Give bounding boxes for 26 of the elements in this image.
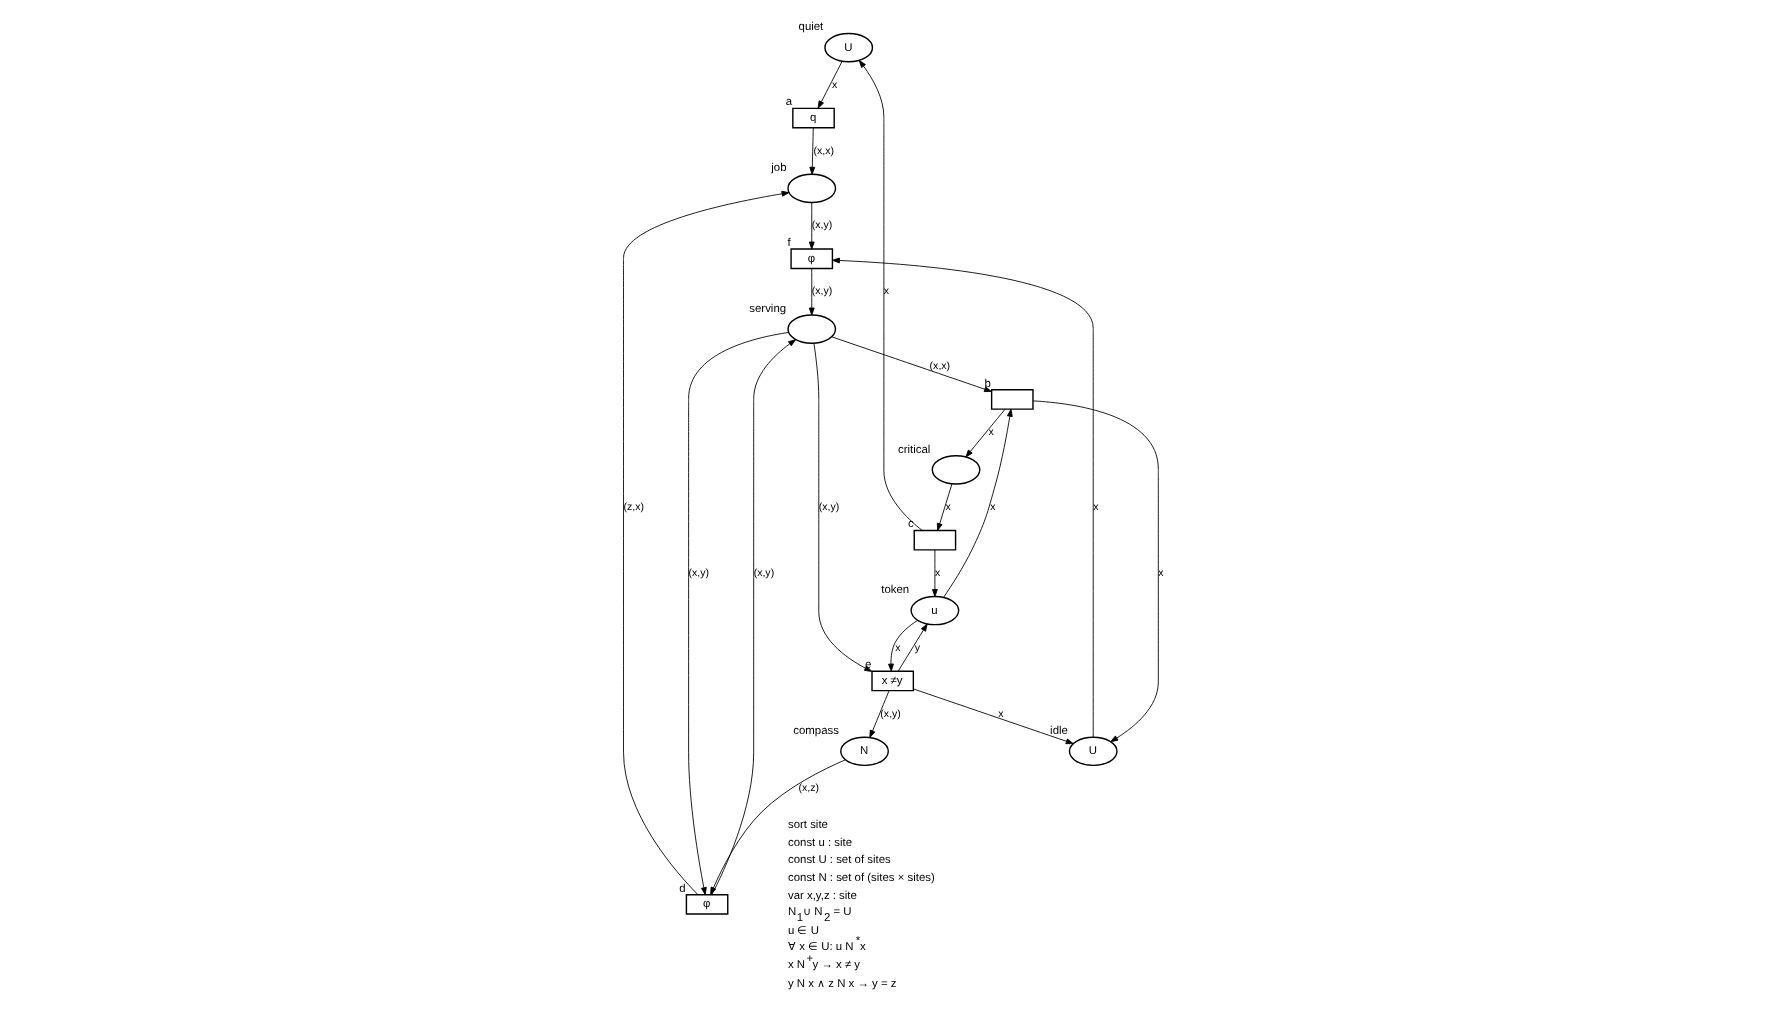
arrow: [622, 190, 789, 895]
arrow: [964, 408, 1005, 458]
arrow: [935, 483, 952, 531]
node-box: [912, 529, 956, 551]
arrow: [911, 688, 1073, 745]
arrow: [868, 690, 889, 738]
arrow: [808, 127, 815, 175]
node-box: [989, 389, 1033, 410]
arrow: [710, 339, 796, 896]
arrow: [931, 549, 937, 597]
arrow: [1031, 400, 1158, 743]
arrow: [830, 336, 991, 392]
arrow: [816, 61, 842, 109]
arrow: [942, 408, 1012, 598]
node-ellipse: [930, 455, 980, 485]
node-ellipse: [786, 314, 836, 344]
arrow: [857, 60, 922, 531]
arrow: [687, 332, 789, 896]
arrow: [887, 620, 917, 672]
arrow: [709, 759, 845, 895]
arrow: [812, 342, 872, 672]
node-ellipse: [786, 173, 836, 204]
arrow: [807, 202, 814, 250]
arrow: [831, 257, 1093, 738]
arrow: [896, 623, 927, 672]
arrow: [807, 268, 814, 316]
